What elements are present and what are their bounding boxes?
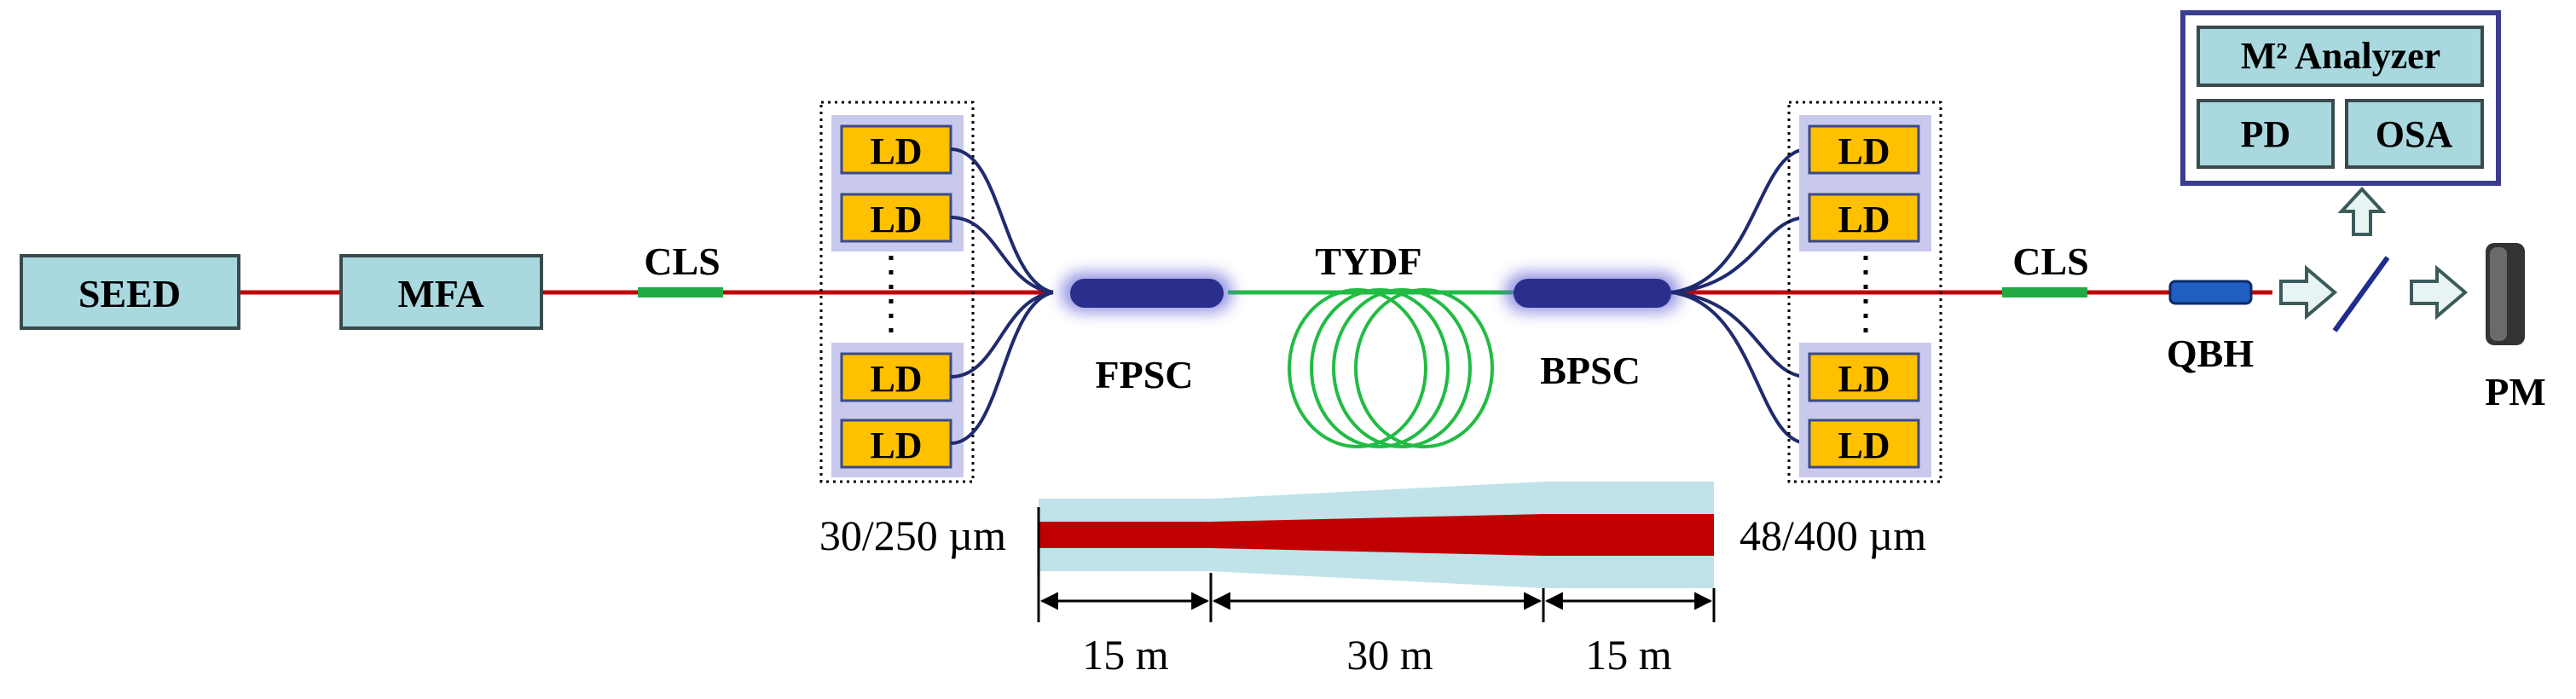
cls-left-label: CLS xyxy=(644,240,720,283)
analyzer-panel: M² Analyzer PD OSA xyxy=(2180,10,2501,186)
taper-profile xyxy=(1037,482,1716,622)
ld-right-3: LD xyxy=(1808,352,1920,402)
segment-length-1: 15 m xyxy=(1082,631,1169,679)
mfa-label: MFA xyxy=(397,272,483,315)
svg-text:LD: LD xyxy=(870,425,922,466)
cls-right-label: CLS xyxy=(2012,240,2088,283)
svg-text:LD: LD xyxy=(870,130,922,172)
ld-left-2: LD xyxy=(840,193,952,243)
svg-text:LD: LD xyxy=(1838,199,1890,240)
seed-block: SEED xyxy=(20,254,240,330)
cls-left: CLS xyxy=(638,240,723,298)
bpsc-label: BPSC xyxy=(1540,349,1641,392)
ld-bank-right: LD LD LD LD xyxy=(1787,101,1942,483)
ld-left-4: LD xyxy=(840,419,952,469)
ld-left-1: LD xyxy=(840,124,952,175)
ld-right-4: LD xyxy=(1808,419,1920,469)
power-meter: PM xyxy=(2485,243,2546,413)
beam-arrow-1 xyxy=(2279,264,2338,321)
qbh-label: QBH xyxy=(2167,332,2254,375)
m2-analyzer-label: M² Analyzer xyxy=(2241,35,2440,77)
pump-fibers-right xyxy=(1670,147,1809,445)
pm-label: PM xyxy=(2485,370,2546,413)
ld-right-2: LD xyxy=(1808,193,1920,243)
ld-bank-left: LD LD LD LD xyxy=(819,101,975,483)
fpsc-label: FPSC xyxy=(1096,353,1194,396)
ld-right-1: LD xyxy=(1808,124,1920,175)
svg-text:LD: LD xyxy=(870,199,922,240)
ld-left-3: LD xyxy=(840,352,952,402)
svg-text:LD: LD xyxy=(1838,358,1890,400)
svg-text:LD: LD xyxy=(1838,425,1890,466)
segment-length-3: 15 m xyxy=(1585,631,1672,679)
qbh-connector: QBH xyxy=(2167,280,2254,375)
osa-label: OSA xyxy=(2376,113,2453,155)
beam-arrow-2 xyxy=(2410,264,2469,321)
mfa-block: MFA xyxy=(339,254,543,330)
tydf-label: TYDF xyxy=(1315,240,1421,283)
tydf-coil xyxy=(1288,288,1494,448)
beam-splitter xyxy=(2332,256,2390,332)
svg-text:LD: LD xyxy=(870,358,922,400)
pump-fibers-left xyxy=(950,147,1054,445)
pd-label: PD xyxy=(2241,113,2291,155)
right-fiber-spec: 48/400 µm xyxy=(1740,511,1926,559)
bpsc-combiner: BPSC xyxy=(1505,273,1680,392)
svg-text:LD: LD xyxy=(1838,130,1890,172)
beam-arrow-up xyxy=(2337,187,2387,236)
segment-length-2: 30 m xyxy=(1346,631,1433,679)
seed-label: SEED xyxy=(78,272,181,315)
fpsc-combiner: FPSC xyxy=(1062,273,1232,396)
cls-right: CLS xyxy=(2002,240,2089,298)
left-fiber-spec: 30/250 µm xyxy=(819,511,1006,559)
